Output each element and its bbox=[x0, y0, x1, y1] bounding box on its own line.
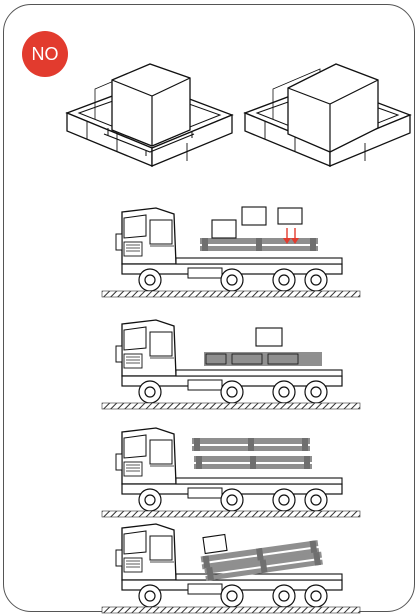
truck-1-illustration bbox=[102, 207, 360, 297]
truck-3-illustration bbox=[102, 428, 360, 517]
crate-right-illustration bbox=[245, 64, 410, 166]
truck-2-illustration bbox=[102, 320, 360, 409]
truck-4-illustration bbox=[102, 524, 360, 613]
crate-left-illustration bbox=[67, 64, 232, 166]
